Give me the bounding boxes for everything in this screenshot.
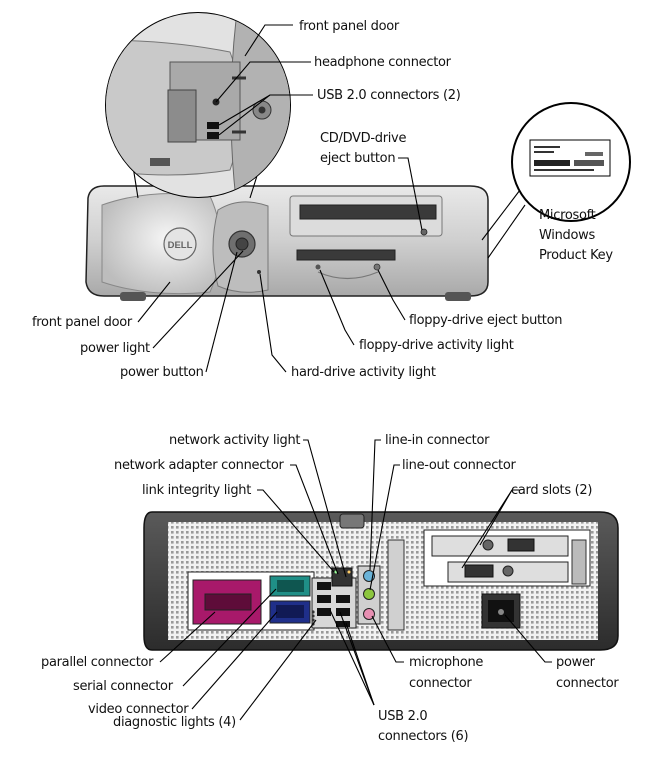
foot: [120, 292, 146, 301]
label-headphone-connector: headphone connector: [314, 55, 452, 70]
label-serial: serial connector: [73, 679, 174, 694]
label-floppy-eject: floppy-drive eject button: [409, 313, 562, 328]
io-panel: [187, 571, 315, 631]
foot: [445, 292, 471, 301]
microphone-connector[interactable]: [363, 608, 375, 620]
hard-drive-activity-light: [257, 270, 261, 274]
label-power-line2: connector: [556, 676, 619, 691]
front-chassis: DELL: [85, 185, 489, 301]
front-panel-door[interactable]: [101, 192, 222, 295]
label-ms-key-line2: Windows: [539, 228, 595, 243]
label-microphone-line1: microphone: [409, 655, 483, 670]
line-out-connector[interactable]: [363, 588, 375, 600]
label-line-out: line-out connector: [402, 458, 516, 473]
label-cd-eject-line2: eject button: [320, 151, 395, 166]
label-power-line1: power: [556, 655, 596, 670]
label-usb-front: USB 2.0 connectors (2): [317, 88, 460, 103]
back-usb-connectors[interactable]: [317, 582, 350, 627]
label-usb-back-line2: connectors (6): [378, 729, 468, 744]
back-leader-lines: [159, 439, 552, 721]
headphone-usb-panel: [167, 61, 241, 143]
svg-text:DELL: DELL: [168, 240, 193, 251]
label-floppy-activity: floppy-drive activity light: [359, 338, 514, 353]
floppy-drive-trim: [317, 271, 379, 280]
label-front-panel-door-bottom: front panel door: [32, 315, 133, 330]
label-network-adapter: network adapter connector: [114, 458, 285, 473]
label-link-integrity: link integrity light: [142, 483, 251, 498]
cd-dvd-eject-button[interactable]: [420, 228, 428, 236]
label-cd-eject-line1: CD/DVD-drive: [320, 131, 406, 146]
floppy-drive-eject-button[interactable]: [373, 263, 381, 271]
front-panel-zoom-callout: [105, 12, 291, 199]
label-card-slots: card slots (2): [511, 483, 592, 498]
cd-dvd-drive-tray: [299, 204, 437, 220]
center-io: [311, 565, 381, 629]
card-slots[interactable]: [387, 529, 591, 631]
label-power-light: power light: [80, 341, 150, 356]
power-button[interactable]: [228, 230, 256, 258]
back-labels: network activity light network adapter c…: [41, 433, 620, 744]
label-usb-back-line1: USB 2.0: [378, 709, 427, 724]
power-connector[interactable]: [481, 593, 521, 629]
label-front-panel-door-top: front panel door: [299, 19, 400, 34]
label-hard-drive-light: hard-drive activity light: [291, 365, 436, 380]
front-usb-connectors[interactable]: [207, 122, 219, 139]
floppy-drive-slot: [296, 249, 396, 261]
label-power-button: power button: [120, 365, 204, 380]
product-key-callout: [481, 102, 631, 259]
front-view: DELL: [32, 12, 631, 380]
back-view: network activity light network adapter c…: [41, 433, 620, 744]
label-line-in: line-in connector: [385, 433, 490, 448]
label-ms-key-line1: Microsoft: [539, 208, 596, 223]
label-diagnostic: diagnostic lights (4): [113, 715, 236, 730]
label-ms-key-line3: Product Key: [539, 248, 613, 263]
label-video: video connector: [88, 702, 189, 717]
label-microphone-line2: connector: [409, 676, 472, 691]
floppy-drive-activity-light: [315, 264, 321, 270]
front-leader-lines: [137, 24, 423, 373]
label-network-activity: network activity light: [169, 433, 300, 448]
dell-logo: DELL: [163, 227, 197, 261]
label-parallel: parallel connector: [41, 655, 154, 670]
front-labels: front panel door headphone connector USB…: [32, 19, 614, 380]
